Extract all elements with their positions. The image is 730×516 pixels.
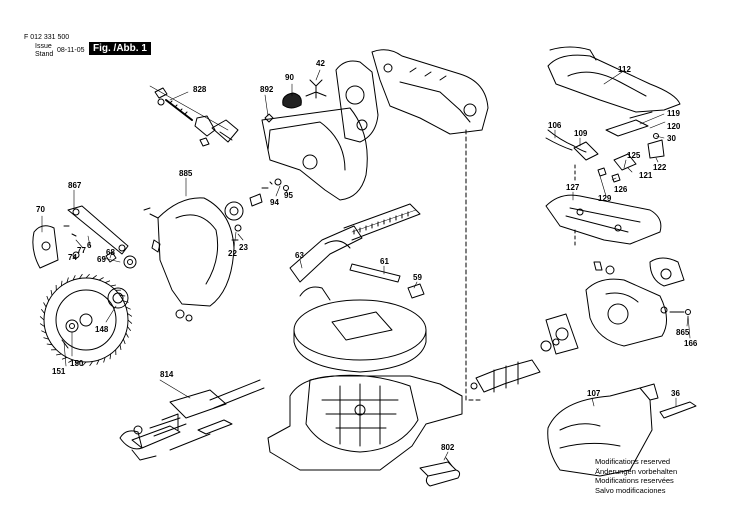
leader-lines: [41, 69, 691, 461]
callout-129: 129: [598, 194, 612, 203]
part-828-clamp: [149, 85, 239, 147]
callout-42: 42: [316, 59, 325, 68]
part-36-clip: [659, 401, 697, 419]
motor-armature: [470, 338, 560, 393]
callout-125: 125: [627, 151, 641, 160]
callout-23: 23: [239, 243, 248, 252]
part-127-housing-cover: [545, 194, 662, 245]
part-814-extension: [119, 379, 265, 461]
callout-121: 121: [639, 171, 653, 180]
blade-teeth: [39, 273, 133, 367]
part-802-knob: [419, 457, 461, 487]
part-867-link: [63, 205, 137, 269]
part-109-switch: [573, 141, 599, 161]
part-892-upper-guard: [261, 107, 368, 201]
callout-120: 120: [667, 122, 681, 131]
motor-housing: [335, 49, 489, 143]
note-en: Modifications reserved: [595, 457, 671, 466]
part-59-insert: [407, 283, 425, 299]
callout-892: 892: [260, 85, 274, 94]
callout-22: 22: [228, 249, 237, 258]
callout-95: 95: [284, 191, 293, 200]
callout-94: 94: [270, 198, 279, 207]
callout-126: 126: [614, 185, 628, 194]
callout-885: 885: [179, 169, 193, 178]
saw-blade: [43, 277, 129, 363]
callout-166: 166: [684, 339, 698, 348]
callout-70: 70: [36, 205, 45, 214]
part-42-wingnut: [305, 79, 327, 99]
callout-36: 36: [671, 389, 680, 398]
callout-802: 802: [441, 443, 455, 452]
part-119-switch-trigger: [605, 111, 659, 139]
part-63-fence: [289, 203, 421, 283]
note-de: Änderungen vorbehalten: [595, 466, 678, 476]
stand-label: Stand: [35, 51, 54, 58]
callout-107: 107: [587, 389, 601, 398]
issue-date: 08-11-05: [57, 47, 85, 54]
callout-77: 77: [77, 246, 86, 255]
callout-119: 119: [667, 109, 680, 118]
part-61-scale: [349, 263, 401, 283]
turntable: [293, 286, 427, 373]
callout-814: 814: [160, 370, 174, 379]
callout-865: 865: [676, 328, 690, 337]
issue-label: Issue: [35, 43, 52, 50]
figure-label: Fig. /Abb. 1: [89, 42, 151, 55]
callout-68: 68: [106, 248, 115, 257]
motor-end-housing: [585, 257, 691, 347]
saw-base: [267, 374, 463, 471]
part-90-knob: [282, 92, 302, 109]
part-70-cover: [32, 225, 59, 269]
callout-112: 112: [618, 65, 631, 74]
notes-block: Modifications reserved Änderungen vorbeh…: [595, 457, 677, 495]
part-107-dust-bag: [547, 383, 659, 477]
callout-828: 828: [193, 85, 207, 94]
part-125-126-switch-parts: [597, 139, 665, 183]
callout-148: 148: [95, 325, 109, 334]
callout-109: 109: [574, 129, 588, 138]
callout-30: 30: [667, 134, 676, 143]
callout-122: 122: [653, 163, 667, 172]
callout-61: 61: [380, 257, 389, 266]
callout-63: 63: [295, 251, 304, 260]
divider-line: [465, 129, 481, 401]
callout-106: 106: [548, 121, 562, 130]
note-es: Salvo modificaciones: [595, 485, 666, 495]
doc-number: F 012 331 500: [24, 34, 70, 41]
blade-tooth-outline: [39, 273, 133, 367]
callout-151: 151: [52, 367, 66, 376]
callout-90: 90: [285, 73, 294, 82]
callout-74: 74: [68, 253, 77, 262]
callout-labels: 828 90 42 892 867 885 70 6 77 74 68 69 9…: [36, 59, 698, 452]
part-885-lower-guard: [143, 197, 235, 322]
note-fr: Modifications reservées: [595, 476, 674, 485]
callout-69: 69: [97, 255, 106, 264]
callout-6: 6: [87, 241, 92, 250]
callout-127: 127: [566, 183, 580, 192]
callout-59: 59: [413, 273, 422, 282]
motor-stator: [545, 313, 579, 355]
part-112-handle: [547, 46, 681, 113]
callout-867: 867: [68, 181, 82, 190]
